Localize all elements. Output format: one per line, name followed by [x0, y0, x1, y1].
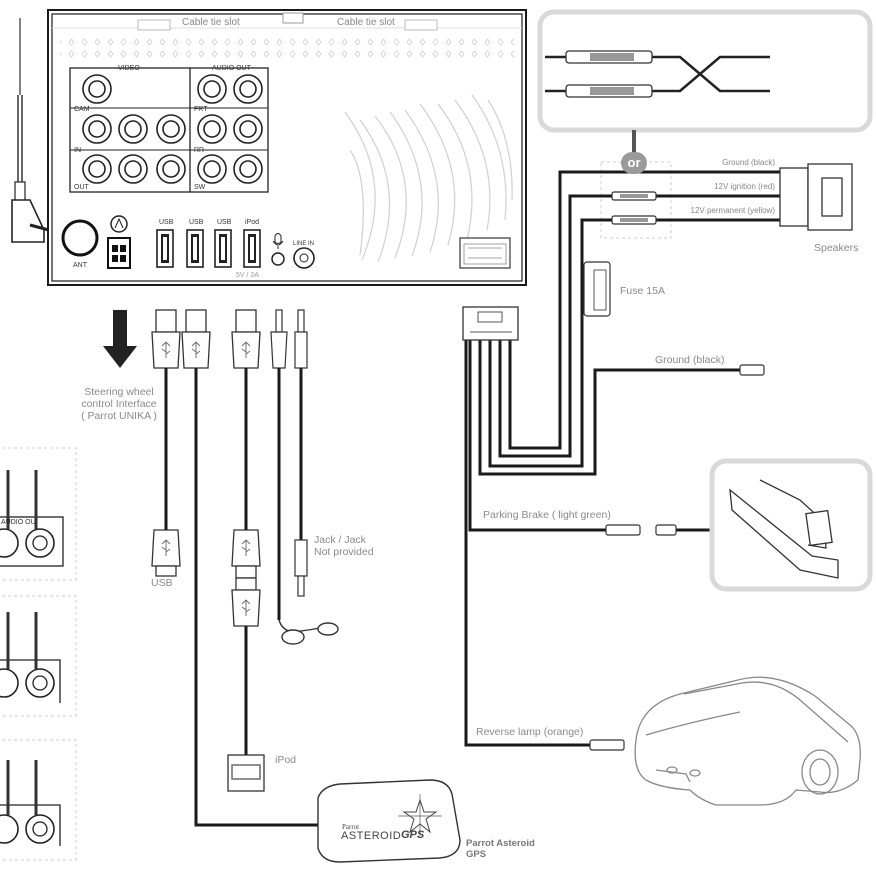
permanent-label: 12V permanent (yellow) — [690, 206, 775, 215]
iso-connector — [462, 306, 519, 341]
gps-caption: Parrot Asteroid GPS — [466, 838, 535, 860]
speakers-label: Speakers — [814, 242, 859, 254]
ipod-port-label: iPod — [245, 219, 260, 226]
cable-tie-slot-left-label: Cable tie slot — [182, 17, 240, 28]
in-label: IN — [74, 147, 81, 154]
or-badge: or — [621, 152, 647, 174]
power-rating-label: 5V / 2A — [236, 272, 259, 279]
car-illustration — [634, 676, 861, 806]
ground-black-top-label: Ground (black) — [722, 158, 775, 167]
cable-tie-slot-right-label: Cable tie slot — [337, 17, 395, 28]
usb1-port-label: USB — [159, 219, 174, 226]
steering-wheel-label: Steering wheel control Interface ( Parro… — [81, 386, 157, 422]
usb3-port-label: USB — [217, 219, 232, 226]
frt-label: FRT — [194, 106, 208, 113]
reverse-lamp-label: Reverse lamp (orange) — [476, 726, 584, 738]
cam-label: CAM — [74, 106, 90, 113]
usb-label: USB — [151, 577, 173, 589]
ignition-label: 12V ignition (red) — [714, 182, 775, 191]
wire-splice-detail — [537, 9, 873, 133]
usb-symbol-icon — [161, 341, 251, 616]
ipod-label: iPod — [275, 754, 297, 766]
down-arrow-icon — [103, 310, 137, 368]
audio-out-left-label: AUDIO OU — [1, 519, 36, 526]
usb-cable-lines — [164, 368, 318, 827]
parking-brake-label: Parking Brake ( light green) — [483, 509, 611, 521]
ant-label: ANT — [73, 262, 87, 269]
fuse-label: Fuse 15A — [620, 285, 665, 297]
line-in-label: LINE IN — [293, 241, 315, 247]
jack-cables — [270, 309, 339, 645]
audio-out-label: AUDIO OUT — [212, 65, 251, 72]
head-unit-rear-panel — [47, 9, 527, 286]
gps-receiver — [317, 779, 461, 863]
antenna — [11, 18, 61, 243]
usb2-port-label: USB — [189, 219, 204, 226]
gps-brand-large: ASTEROID — [341, 830, 402, 842]
gps-brand-suffix: GPS — [401, 829, 425, 841]
gps-brand-small: Parrot — [342, 823, 360, 831]
ground-black-label: Ground (black) — [655, 354, 725, 366]
left-rca-panels — [0, 447, 77, 861]
parking-brake-illustration — [709, 458, 873, 592]
video-label: VIDEO — [118, 65, 140, 72]
out-label: OUT — [74, 184, 89, 191]
sw-label: SW — [194, 184, 206, 191]
jack-label: Jack / Jack Not provided — [314, 534, 374, 558]
rr-label: RR — [194, 147, 205, 154]
